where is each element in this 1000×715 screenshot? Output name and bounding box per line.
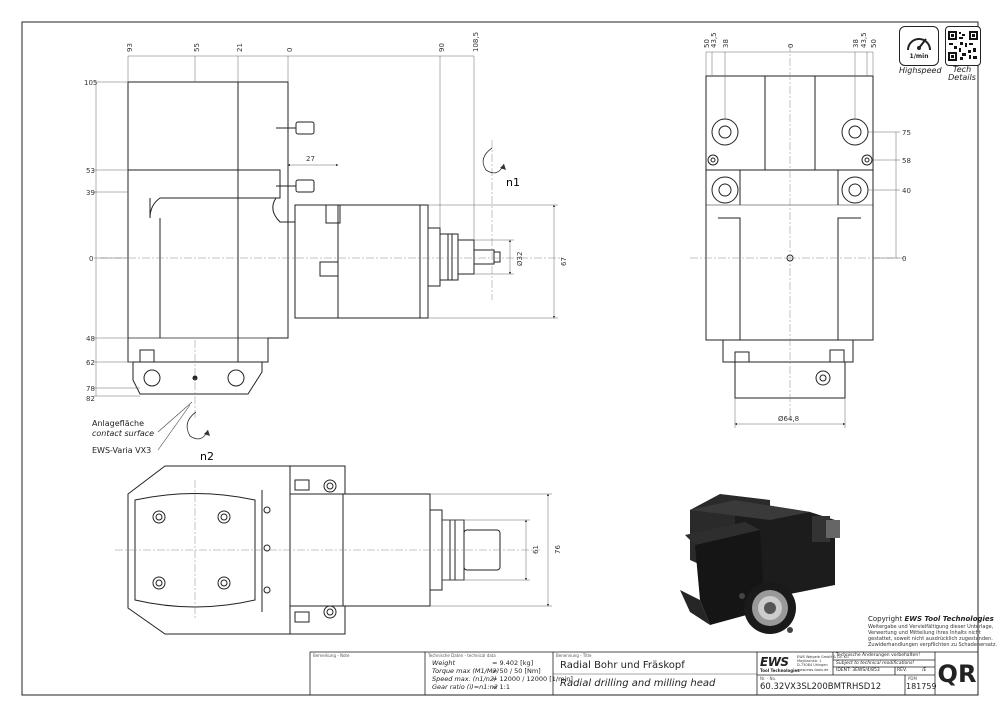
dim-left-7: 82: [86, 395, 95, 403]
rev-label: REV.: [897, 668, 907, 673]
change-note-de: Technische Änderungen vorbehalten!: [836, 653, 921, 658]
copyright-brand: EWS Tool Technologies: [904, 615, 994, 623]
copyright-line-1: Weitergabe und Vervielfältigung dieser U…: [868, 624, 994, 630]
ident-value: IDENT: 3EWS/4/853: [836, 668, 880, 673]
spec-label-gear: Gear ratio (i)=n1:n2: [432, 683, 498, 691]
side-view: [690, 44, 905, 428]
techdata-header: Technische Daten - technical data: [428, 653, 496, 658]
dim-67: 67: [560, 257, 568, 266]
remark-header: Bemerkung - Note: [313, 653, 350, 658]
dim-left-5: 62: [86, 359, 95, 367]
dim-left-4: 48: [86, 335, 95, 343]
tech-label-1: Tech: [952, 65, 972, 74]
copyright-line-3: gestattet, soweit nicht ausdrücklich zug…: [868, 636, 993, 642]
dim-side-top-2: 38: [722, 39, 730, 48]
dim-top-4: 90: [438, 43, 446, 52]
company-line-4: www.ews-tools.de: [797, 667, 829, 672]
dim-d648: Ø64,8: [778, 415, 799, 423]
copyright-notice: Weitergabe und Vervielfältigung dieser U…: [868, 624, 997, 648]
dim-side-right-0: 75: [902, 129, 911, 137]
dim-left-1: 53: [86, 167, 95, 175]
dim-left-2: 39: [86, 189, 95, 197]
dim-top-2: 21: [236, 43, 244, 52]
qr-label: QR: [937, 660, 977, 688]
dim-top-1: 55: [193, 43, 201, 52]
spec-label-weight: Weight: [432, 659, 456, 667]
top-view-dimensions: 93 55 21 0 90 108,5 105 53 39 0 48 62 78…: [84, 32, 568, 463]
dim-27: 27: [306, 155, 315, 163]
dim-d32: Ø32: [516, 252, 524, 266]
highspeed-badge: 1/min: [899, 26, 939, 66]
logo-sub: Tool Technologies: [760, 668, 800, 673]
speedometer-icon: [907, 38, 931, 51]
dim-side-right-1: 58: [902, 157, 911, 165]
label-contact-en: contact surface: [92, 429, 154, 438]
spec-value-speed: = 12000 / 12000 [1/min]: [492, 675, 573, 683]
label-varia: EWS-Varia VX3: [92, 446, 151, 455]
dim-side-top-4: 38: [852, 39, 860, 48]
spec-value-gear: = 1:1: [492, 683, 510, 691]
spec-label-torque: Torque max (M1/M2): [432, 667, 500, 675]
ews-logo: EWS Tool Technologies: [760, 655, 800, 673]
company-line-3: D-73084 Uhingen: [797, 663, 828, 668]
change-note-en: Subject to technical modifications!: [836, 660, 915, 666]
rotation-n2: n2: [200, 450, 214, 463]
dim-76: 76: [554, 545, 562, 554]
label-contact-de: Anlagefläche: [92, 419, 144, 428]
dim-left-6: 78: [86, 385, 95, 393]
qr-code-icon[interactable]: [945, 26, 981, 66]
no-header: Nr. - No.: [760, 676, 777, 681]
bottom-view: [115, 465, 552, 635]
title-block-frame: [309, 651, 979, 696]
spec-value-weight: = 9.402 [kg]: [492, 659, 534, 667]
company-line-2: Maybachstr. 1: [797, 659, 822, 664]
rev-value: /E: [922, 668, 927, 673]
product-render: [680, 494, 840, 634]
top-view: [94, 55, 560, 451]
tech-label-2: Details: [948, 73, 976, 82]
dim-side-right-2: 40: [902, 187, 911, 195]
copyright-line-4: Zuwiderhandlungen verpflichten zu Schade…: [868, 642, 998, 648]
copyright-title: Copyright EWS Tool Technologies: [868, 615, 994, 623]
designation-header: Benennung - Title: [556, 653, 592, 658]
company-line-1: EWS Weigele GmbH & Co. KG: [797, 655, 849, 659]
bottom-view-dimensions: 61 76: [532, 545, 562, 554]
dim-top-5: 108,5: [472, 32, 480, 52]
logo-text: EWS: [760, 655, 789, 669]
highspeed-label: Highspeed: [899, 66, 942, 75]
highspeed-value: 1/min: [909, 53, 929, 60]
pdm-number: 181759: [906, 682, 937, 691]
title-en: Radial drilling and milling head: [560, 678, 716, 689]
dim-side-top-3: 0: [787, 44, 795, 48]
title-de: Radial Bohr und Fräskopf: [560, 660, 685, 671]
tech-details-label: Tech Details: [942, 66, 982, 82]
rotation-n1: n1: [506, 176, 520, 189]
pdm-header: PDM: [908, 676, 917, 681]
dim-side-top-0: 50: [703, 39, 711, 48]
copyright-line-2: Verwertung und Mitteilung ihres Inhalts …: [868, 630, 981, 636]
dim-side-top-5: 43,5: [860, 32, 868, 48]
dim-top-3: 0: [286, 48, 294, 52]
dim-top-0: 93: [126, 43, 134, 52]
spec-value-torque: = 50 / 50 [Nm]: [492, 667, 541, 675]
dim-left-3: 0: [89, 255, 93, 263]
dim-side-top-6: 50: [870, 39, 878, 48]
company-address: EWS Weigele GmbH & Co. KG Maybachstr. 1 …: [797, 655, 849, 672]
article-number: 60.32VX3SL200BMTRHSD12: [760, 682, 882, 692]
dim-side-top-1: 43,5: [710, 32, 718, 48]
dim-left-0: 105: [84, 79, 97, 87]
side-view-dimensions: 50 43,5 38 0 38 43,5 50 75 58 40 0 Ø64,8: [703, 32, 911, 423]
dim-side-right-3: 0: [902, 255, 906, 263]
copyright-prefix: Copyright: [868, 615, 905, 623]
dim-61: 61: [532, 545, 540, 554]
spec-label-speed: Speed max. (n1/n2): [432, 675, 497, 683]
